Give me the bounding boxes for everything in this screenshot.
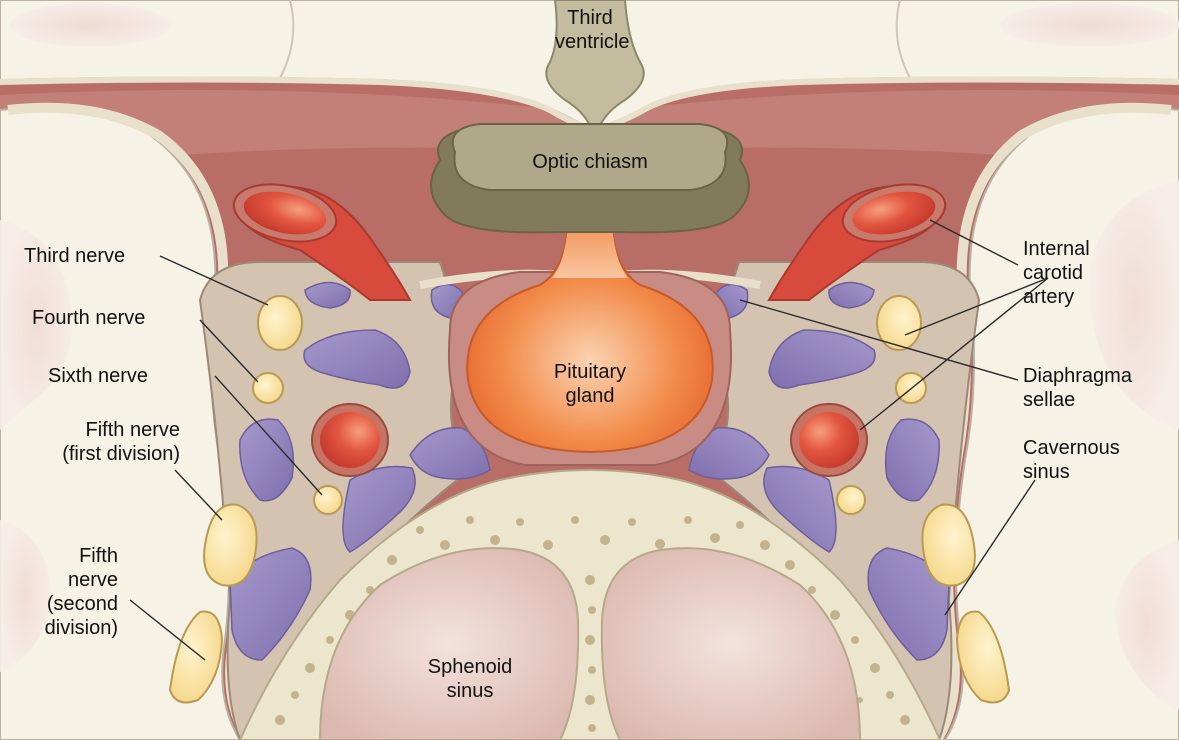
diaphragma-sellae-label: Diaphragma sellae <box>1023 364 1132 412</box>
fourth-nerve-label: Fourth nerve <box>32 306 145 330</box>
sphenoid-sinus-label: Sphenoid sinus <box>400 655 540 703</box>
fifth-nerve-first-division-label: Fifth nerve (first division) <box>10 418 180 466</box>
fifth-nerve-second-division-label: Fifth nerve (second division) <box>10 544 118 640</box>
third-ventricle-label: Third ventricle <box>555 6 625 54</box>
cavernous-sinus-label: Cavernous sinus <box>1023 436 1120 484</box>
sixth-nerve-label: Sixth nerve <box>48 364 148 388</box>
pituitary-gland-label: Pituitary gland <box>530 360 650 408</box>
internal-carotid-artery-label: Internal carotid artery <box>1023 237 1090 309</box>
third-nerve-label: Third nerve <box>24 244 125 268</box>
optic-chiasm-label: Optic chiasm <box>500 150 680 174</box>
